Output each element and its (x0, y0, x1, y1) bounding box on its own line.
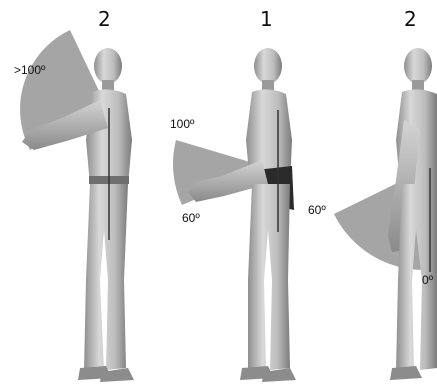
angle-label-0: 0º (422, 273, 434, 287)
legs-2 (248, 184, 290, 372)
angle-label-60-middle: 60º (182, 211, 200, 225)
figure-3 (334, 48, 437, 380)
rating-figure-1: 2 (98, 7, 111, 31)
angle-label-100: 100º (170, 117, 195, 131)
angle-label-over-100: >100º (14, 63, 46, 77)
head-1 (94, 48, 122, 84)
legs-1 (84, 184, 128, 372)
shoes-2 (240, 366, 296, 382)
shoes-3 (390, 366, 422, 380)
head-3 (404, 48, 432, 84)
angle-label-60-right: 60º (308, 203, 326, 217)
figure-1 (20, 30, 134, 382)
rating-figure-3: 2 (404, 7, 417, 31)
shoes-1 (78, 366, 134, 382)
head-2 (254, 48, 282, 84)
rating-figure-2: 1 (260, 7, 273, 31)
